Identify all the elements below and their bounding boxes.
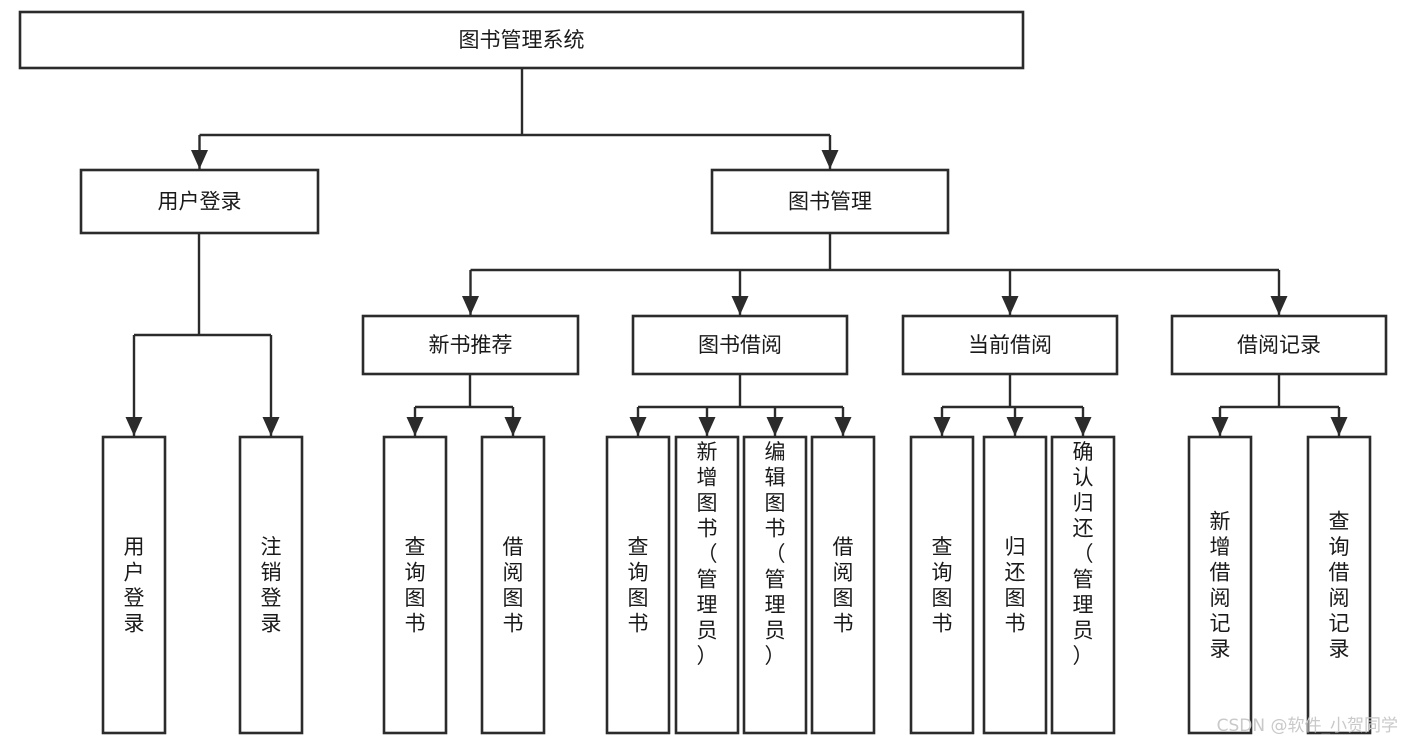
- connector-edge-user-login-to-leaves: [125, 233, 280, 436]
- connector-edge-recommend-to-leaves: [406, 374, 522, 436]
- node-current-borrow-label: 当前借阅: [968, 333, 1052, 357]
- node-leaf-query-book-1-label: 查询图书: [405, 535, 426, 636]
- node-leaf-query-borrow-record[interactable]: 查询借阅记录: [1306, 435, 1372, 735]
- node-leaf-query-book-1[interactable]: 查询图书: [382, 435, 448, 735]
- node-leaf-borrow-book-2[interactable]: 借阅图书: [810, 435, 876, 735]
- node-leaf-query-book-2[interactable]: 查询图书: [605, 435, 671, 735]
- node-borrow-record-box[interactable]: [1170, 314, 1388, 376]
- node-leaf-add-borrow-record-label: 新增借阅记录: [1210, 509, 1231, 661]
- node-book-management-box[interactable]: [710, 168, 950, 235]
- node-leaf-logout-login-label: 注销登录: [261, 535, 282, 636]
- connector-edge-book-management-to-l3: [462, 233, 1288, 315]
- node-leaf-user-login[interactable]: 用户登录: [101, 435, 167, 735]
- node-leaf-confirm-return-admin-label: 确认归还（管理员）: [1073, 440, 1094, 668]
- node-layer: 图书管理系统用户登录图书管理新书推荐图书借阅当前借阅借阅记录用户登录注销登录查询…: [18, 10, 1388, 735]
- node-leaf-edit-book-admin-box[interactable]: [742, 435, 808, 735]
- node-leaf-add-borrow-record-box[interactable]: [1187, 435, 1253, 735]
- node-leaf-borrow-book-1[interactable]: 借阅图书: [480, 435, 546, 735]
- node-user-login-label: 用户登录: [158, 190, 242, 214]
- node-leaf-return-book-box[interactable]: [982, 435, 1048, 735]
- node-root-system-box[interactable]: [18, 10, 1025, 70]
- node-leaf-add-book-admin-box[interactable]: [674, 435, 740, 735]
- connector-edge-borrow-to-leaves: [629, 374, 852, 436]
- node-leaf-user-login-label: 用户登录: [124, 535, 145, 636]
- node-root-system-label: 图书管理系统: [459, 28, 585, 52]
- node-book-management[interactable]: 图书管理: [710, 168, 950, 235]
- node-leaf-return-book[interactable]: 归还图书: [982, 435, 1048, 735]
- node-leaf-add-borrow-record[interactable]: 新增借阅记录: [1187, 435, 1253, 735]
- node-leaf-query-borrow-record-box[interactable]: [1306, 435, 1372, 735]
- node-borrow-record-label: 借阅记录: [1237, 333, 1321, 357]
- node-leaf-logout-login-box[interactable]: [238, 435, 304, 735]
- node-leaf-query-book-3[interactable]: 查询图书: [909, 435, 975, 735]
- node-leaf-edit-book-admin-label: 编辑图书（管理员）: [765, 440, 786, 668]
- node-book-management-label: 图书管理: [788, 190, 872, 214]
- node-new-book-recommend[interactable]: 新书推荐: [361, 314, 580, 376]
- node-leaf-query-book-2-label: 查询图书: [628, 535, 649, 636]
- node-new-book-recommend-label: 新书推荐: [429, 333, 513, 357]
- node-leaf-borrow-book-1-label: 借阅图书: [503, 535, 524, 636]
- node-root-system[interactable]: 图书管理系统: [18, 10, 1025, 70]
- connector-edge-root-to-l2: [191, 68, 839, 169]
- node-leaf-add-book-admin-label: 新增图书（管理员）: [697, 440, 718, 668]
- node-book-borrow[interactable]: 图书借阅: [631, 314, 849, 376]
- node-leaf-query-book-3-box[interactable]: [909, 435, 975, 735]
- csdn-watermark: CSDN @软件_小贺同学: [1217, 716, 1398, 736]
- node-leaf-query-book-1-box[interactable]: [382, 435, 448, 735]
- node-leaf-query-book-3-label: 查询图书: [932, 535, 953, 636]
- node-leaf-borrow-book-2-box[interactable]: [810, 435, 876, 735]
- node-leaf-borrow-book-2-label: 借阅图书: [833, 535, 854, 636]
- node-leaf-query-book-2-box[interactable]: [605, 435, 671, 735]
- node-user-login[interactable]: 用户登录: [79, 168, 320, 235]
- connector-layer: [125, 68, 1348, 436]
- node-leaf-return-book-label: 归还图书: [1005, 535, 1026, 636]
- node-leaf-query-borrow-record-label: 查询借阅记录: [1329, 509, 1350, 661]
- node-leaf-borrow-book-1-box[interactable]: [480, 435, 546, 735]
- node-new-book-recommend-box[interactable]: [361, 314, 580, 376]
- node-current-borrow[interactable]: 当前借阅: [901, 314, 1119, 376]
- node-book-borrow-box[interactable]: [631, 314, 849, 376]
- node-leaf-user-login-box[interactable]: [101, 435, 167, 735]
- connector-edge-record-to-leaves: [1211, 374, 1348, 436]
- node-leaf-add-book-admin[interactable]: 新增图书（管理员）: [674, 435, 740, 735]
- node-current-borrow-box[interactable]: [901, 314, 1119, 376]
- node-book-borrow-label: 图书借阅: [698, 333, 782, 357]
- node-leaf-edit-book-admin[interactable]: 编辑图书（管理员）: [742, 435, 808, 735]
- node-leaf-confirm-return-admin[interactable]: 确认归还（管理员）: [1050, 435, 1116, 735]
- connector-edge-current-to-leaves: [933, 374, 1092, 436]
- node-leaf-confirm-return-admin-box[interactable]: [1050, 435, 1116, 735]
- node-borrow-record[interactable]: 借阅记录: [1170, 314, 1388, 376]
- node-leaf-logout-login[interactable]: 注销登录: [238, 435, 304, 735]
- node-user-login-box[interactable]: [79, 168, 320, 235]
